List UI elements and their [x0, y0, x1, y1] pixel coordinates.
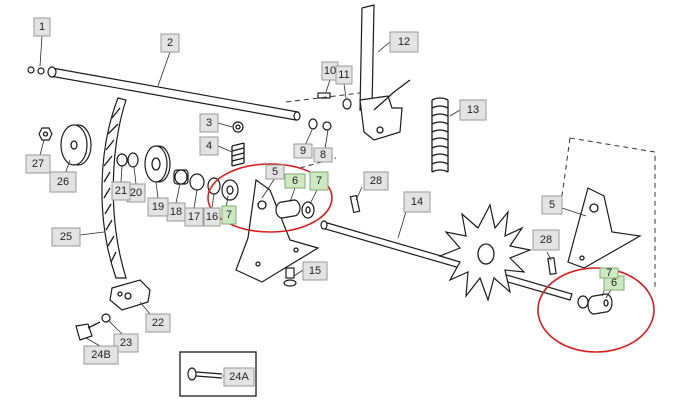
callout-25: 25	[51, 227, 81, 247]
callout-11: 11	[335, 65, 353, 85]
svg-text:21: 21	[115, 185, 127, 197]
callout-9: 9	[293, 143, 313, 159]
bolt-24b	[75, 321, 101, 341]
callout-5-left: 5	[265, 164, 285, 180]
svg-text:24B: 24B	[91, 349, 111, 361]
svg-text:22: 22	[152, 317, 164, 329]
svg-text:20: 20	[130, 187, 142, 199]
svg-text:18: 18	[170, 206, 182, 218]
callout-18: 18	[166, 202, 186, 222]
svg-text:9: 9	[300, 145, 306, 157]
callout-12: 12	[389, 31, 419, 53]
svg-text:5: 5	[549, 199, 555, 211]
callout-7-right: 7	[599, 267, 619, 279]
callout-16: 16	[203, 207, 221, 227]
small-fasteners	[308, 92, 352, 131]
svg-text:12: 12	[398, 36, 410, 48]
right-bearing	[577, 293, 613, 315]
svg-text:16: 16	[206, 211, 218, 223]
callout-13: 13	[459, 99, 487, 121]
shaft-star-wheel	[320, 203, 573, 302]
svg-text:24A: 24A	[229, 371, 249, 383]
connecting-rod	[27, 66, 301, 121]
washer-spring	[231, 121, 245, 167]
callout-7-left: 7	[221, 205, 237, 225]
svg-text:23: 23	[120, 337, 132, 349]
callout-4: 4	[199, 136, 219, 156]
pin-28-upper	[349, 194, 361, 214]
callout-24b: 24B	[83, 345, 119, 365]
callout-22: 22	[145, 313, 171, 333]
svg-text:17: 17	[188, 211, 200, 223]
coil-spring	[431, 97, 449, 173]
svg-text:13: 13	[467, 104, 479, 116]
callout-14: 14	[403, 191, 431, 213]
svg-text:7: 7	[316, 175, 322, 187]
svg-text:28: 28	[540, 234, 552, 246]
svg-text:2: 2	[167, 37, 173, 49]
callout-19: 19	[147, 197, 169, 217]
callout-8: 8	[313, 147, 333, 163]
svg-text:14: 14	[411, 196, 423, 208]
highlight-circle-left	[207, 163, 333, 233]
right-bracket	[567, 187, 642, 269]
svg-text:15: 15	[309, 265, 321, 277]
callout-17: 17	[184, 207, 204, 227]
callout-7-mid: 7	[309, 171, 329, 191]
disc-wheel	[60, 124, 92, 166]
callout-3: 3	[199, 113, 219, 133]
svg-text:7: 7	[226, 209, 232, 221]
svg-text:26: 26	[57, 176, 69, 188]
curved-arm	[101, 97, 127, 279]
callout-21: 21	[111, 181, 131, 201]
bolt-24a	[187, 367, 223, 381]
callout-20: 20	[126, 183, 146, 203]
svg-text:7: 7	[606, 267, 612, 279]
svg-text:8: 8	[320, 149, 326, 161]
pivot-block	[109, 279, 151, 311]
callout-6-left: 6	[284, 173, 306, 189]
callout-27: 27	[25, 154, 51, 174]
svg-text:10: 10	[324, 65, 336, 77]
svg-text:1: 1	[39, 21, 45, 33]
svg-text:19: 19	[152, 201, 164, 213]
svg-text:25: 25	[60, 231, 72, 243]
left-bracket	[235, 178, 320, 283]
svg-text:28: 28	[370, 175, 382, 187]
bolt-15	[283, 267, 297, 287]
inset-box	[179, 351, 257, 397]
callout-1: 1	[33, 17, 51, 37]
callout-2: 2	[160, 33, 180, 53]
svg-text:11: 11	[338, 69, 349, 81]
callout-26: 26	[49, 171, 77, 193]
svg-text:6: 6	[611, 277, 617, 289]
callout-24a: 24A	[223, 367, 255, 387]
upright-lever	[359, 4, 411, 141]
highlight-circle-right	[537, 267, 655, 353]
svg-text:27: 27	[32, 158, 44, 170]
pin-28-lower	[547, 256, 557, 276]
svg-text:4: 4	[206, 140, 212, 152]
callout-5-right: 5	[541, 195, 563, 215]
callout-28-lower: 28	[532, 229, 560, 251]
svg-text:3: 3	[206, 117, 212, 129]
nut-27	[38, 127, 53, 141]
callout-23: 23	[113, 333, 139, 353]
svg-text:5: 5	[272, 166, 278, 178]
callout-28-upper: 28	[363, 171, 389, 191]
hub-assembly	[116, 145, 239, 201]
svg-text:6: 6	[292, 175, 298, 187]
callout-15: 15	[302, 261, 328, 281]
